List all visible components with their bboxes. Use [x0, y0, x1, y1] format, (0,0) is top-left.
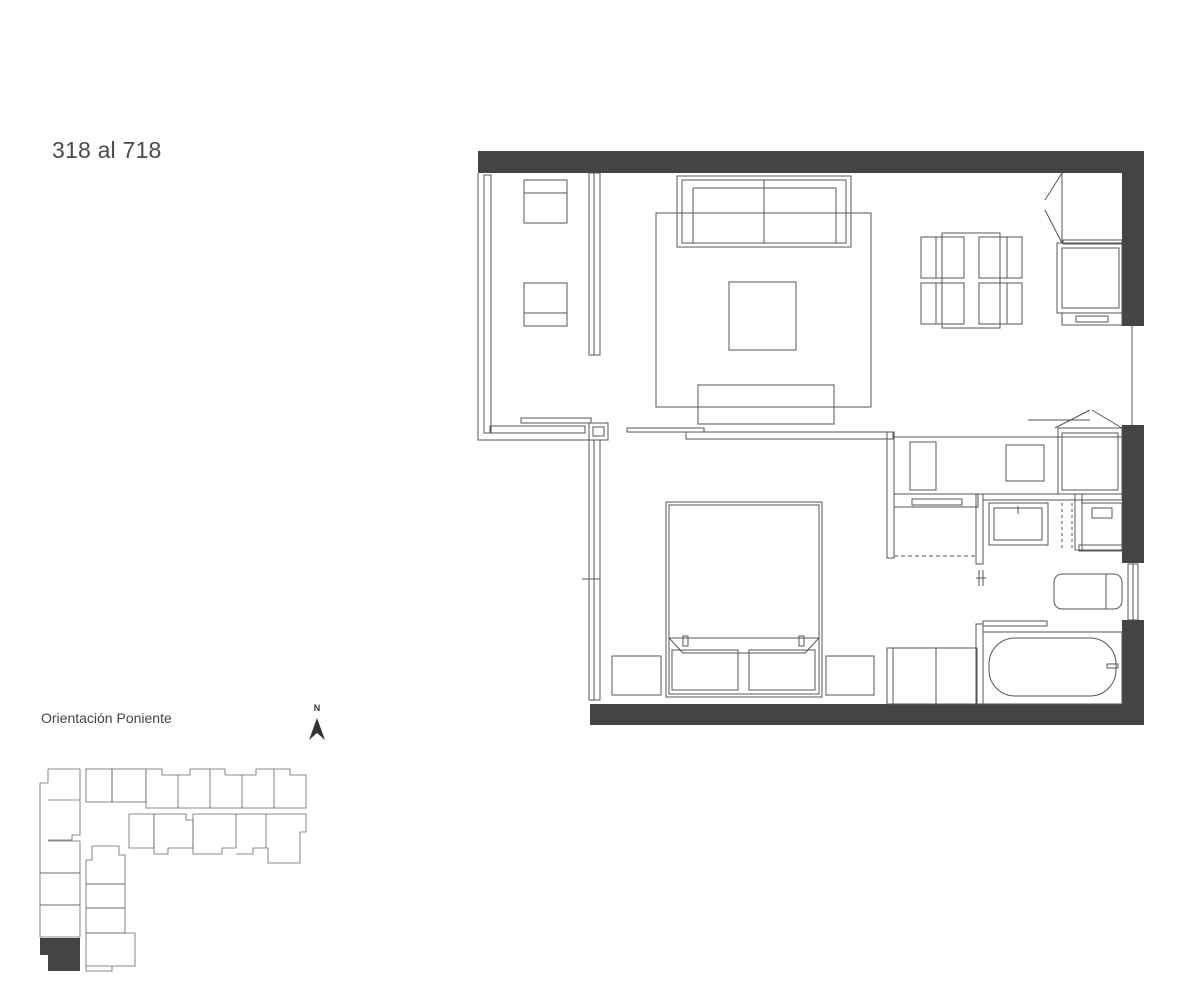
bedroom [611, 501, 978, 705]
pillow [748, 649, 816, 691]
pillow [671, 649, 739, 691]
terrace-chair [523, 179, 568, 224]
terrace-chair [523, 282, 568, 327]
nightstand [611, 655, 662, 696]
dining-chair [920, 236, 965, 279]
sliding-window [582, 172, 609, 701]
terrace [477, 173, 592, 441]
north-letter: N [313, 703, 321, 713]
stove [909, 441, 937, 491]
bathroom [975, 493, 1139, 705]
coffee-table [728, 281, 797, 351]
dining-area [920, 232, 1023, 329]
highlighted-unit [40, 938, 80, 971]
orientation-label: Orientación Poniente [41, 710, 172, 726]
sink [1005, 444, 1045, 482]
unit-number-title: 318 al 718 [52, 137, 162, 163]
dining-chair [920, 282, 965, 325]
double-bed [665, 501, 823, 698]
dining-chair [978, 236, 1023, 279]
nightstand [825, 655, 875, 696]
bath-vanity [1053, 573, 1123, 610]
living-room [626, 175, 894, 440]
north-arrow-icon [309, 718, 325, 740]
exterior-walls [478, 151, 1144, 725]
entry-closet [1044, 172, 1133, 425]
bathtub [988, 637, 1117, 697]
dining-table [941, 232, 1001, 329]
laundry [893, 493, 979, 557]
sofa [676, 175, 852, 248]
tv-console [697, 384, 835, 425]
north-compass: N [303, 703, 331, 743]
bathtub-frame [982, 631, 1123, 705]
dining-chair [978, 282, 1023, 325]
bathroom-sink [988, 502, 1049, 546]
toilet [1081, 502, 1123, 551]
